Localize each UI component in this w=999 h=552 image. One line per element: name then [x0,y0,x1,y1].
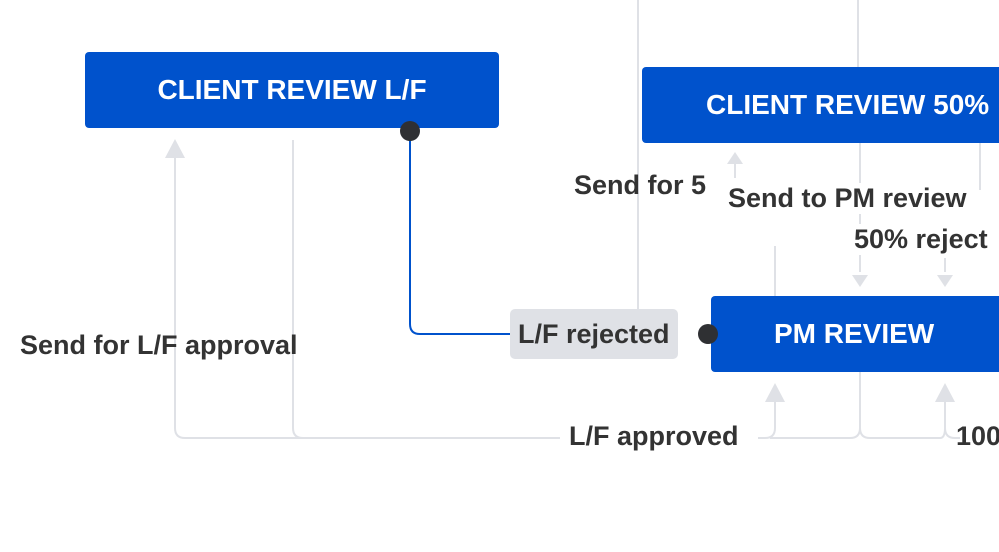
arrowhead-50-rejected [937,275,953,287]
transition-target-handle[interactable] [698,324,718,344]
status-client-review-50[interactable]: CLIENT REVIEW 50% [642,67,999,143]
edge-100-bottom [944,427,960,439]
transition-50-rejected[interactable]: 50% reject [850,224,992,255]
status-client-review-lf-label: CLIENT REVIEW L/F [157,74,427,105]
transition-100[interactable]: 100 [956,421,999,451]
edge-pm-bottom-center [770,372,861,439]
transition-lf-approved[interactable]: L/F approved [565,421,743,452]
arrowhead-lf-approved [765,383,785,402]
arrowhead-send-for-50 [727,152,743,164]
transition-send-for-50[interactable]: Send for 5 [574,170,707,200]
edge-send-for-lf-approval [174,158,560,439]
arrowhead-send-for-lf-approval [165,139,185,158]
status-client-review-lf[interactable]: CLIENT REVIEW L/F [85,52,499,128]
transition-send-for-lf-approval[interactable]: Send for L/F approval [20,330,298,360]
edge-lf-approved [758,402,776,439]
transition-send-to-pm-review[interactable]: Send to PM review [724,183,971,214]
edge-lf-approved-return [292,140,560,439]
status-pm-review-label: PM REVIEW [774,318,935,349]
transition-source-handle[interactable] [400,121,420,141]
edge-lf-rejected [409,131,512,335]
status-client-review-50-label: CLIENT REVIEW 50% [706,89,990,120]
transition-lf-rejected[interactable]: L/F rejected [510,309,678,359]
arrowhead-send-to-pm [852,275,868,287]
arrowhead-100 [935,383,955,402]
edge-pm-bottom-right [859,402,946,439]
status-pm-review[interactable]: PM REVIEW [711,296,999,372]
